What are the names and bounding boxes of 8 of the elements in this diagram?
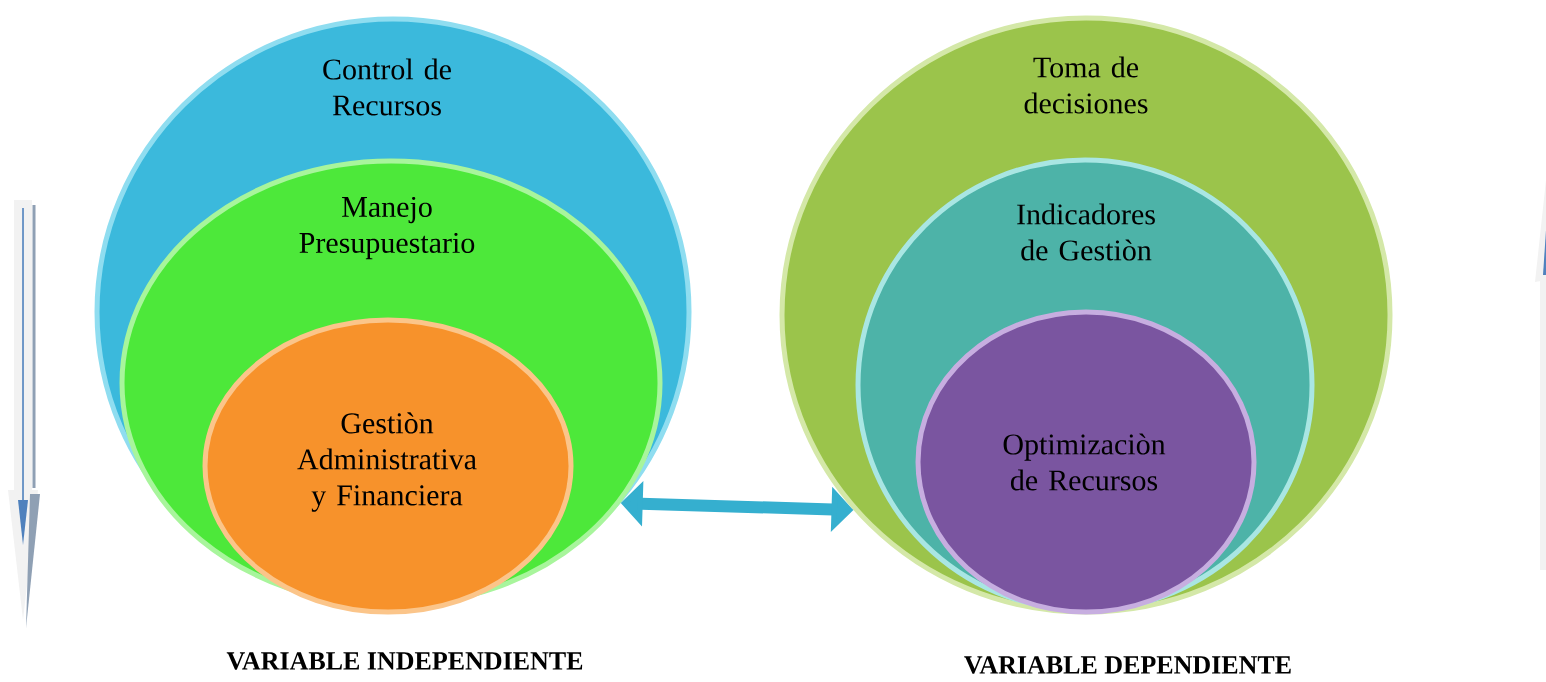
circle-label: Optimizaciòn de Recursos [1003, 433, 1166, 491]
caption-text: VARIABLE DEPENDIENTE [964, 656, 1291, 674]
circle-label: Indicadores de Gestiòn [1017, 203, 1155, 261]
circle-label: Manejo Presupuestario [299, 196, 475, 260]
caption-text: VARIABLE INDEPENDIENTE [226, 652, 583, 670]
circle-label: Gestiòn Administrativa y Financiera [297, 412, 477, 512]
circle-label: Toma de decisiones [1024, 56, 1148, 114]
circle-label: Control de Recursos [323, 58, 451, 116]
